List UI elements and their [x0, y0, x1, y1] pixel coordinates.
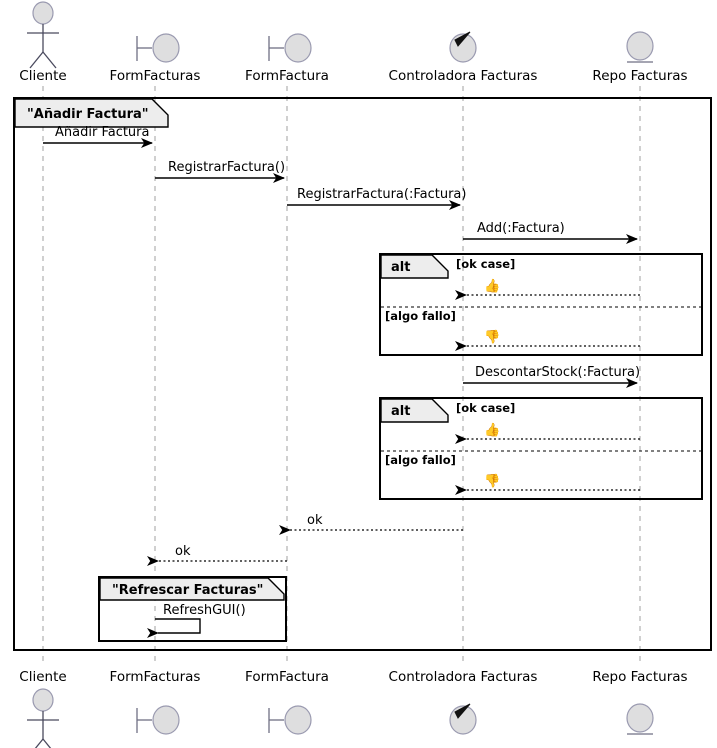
- message-return-thumbsdown-stock[interactable]: 👎: [455, 473, 640, 495]
- message-label-anadir-factura: Añadir Factura: [55, 125, 150, 140]
- participant-repo-top[interactable]: Repo Facturas: [592, 31, 688, 84]
- message-add-factura[interactable]: Add(:Factura): [463, 221, 638, 244]
- participant-controladora-bottom[interactable]: Controladora Facturas: [389, 669, 538, 735]
- message-registrarfactura-factura[interactable]: RegistrarFactura(:Factura): [287, 187, 466, 210]
- fragment-guard-algo-fallo-descontar: [algo fallo]: [385, 453, 456, 467]
- message-return-ok-formfactura[interactable]: ok: [147, 544, 287, 566]
- participant-label-formfacturas-bottom: FormFacturas: [110, 669, 201, 685]
- frame-label-refrescar-facturas: "Refrescar Facturas": [112, 583, 263, 598]
- fragment-alt-descontar: alt [ok case] [algo fallo]: [379, 397, 703, 500]
- message-anadir-factura[interactable]: Añadir Factura: [43, 125, 153, 148]
- message-return-thumbsdown-add[interactable]: 👎: [455, 329, 640, 351]
- fragment-guard-algo-fallo-add: [algo fallo]: [385, 309, 456, 323]
- frame-label-anadir-factura: "Añadir Factura": [27, 107, 149, 122]
- message-label-registrarfactura: RegistrarFactura(): [168, 160, 285, 175]
- message-descontarstock[interactable]: DescontarStock(:Factura): [463, 365, 640, 388]
- participant-cliente-bottom[interactable]: Cliente: [19, 669, 67, 748]
- message-label-ok-formfactura: ok: [175, 544, 191, 559]
- message-return-thumbsup-add[interactable]: 👍: [455, 278, 640, 300]
- message-label-thumbsup-add: 👍: [484, 278, 500, 294]
- fragment-alt-add: alt [ok case] [algo fallo]: [379, 253, 703, 356]
- fragment-guard-ok-case-descontar: [ok case]: [456, 401, 515, 415]
- message-return-thumbsup-stock[interactable]: 👍: [455, 422, 640, 444]
- participant-label-controladora-bottom: Controladora Facturas: [389, 669, 538, 685]
- participant-label-formfactura-top: FormFactura: [245, 68, 329, 84]
- message-label-add-factura: Add(:Factura): [477, 221, 565, 236]
- participant-formfacturas-bottom[interactable]: FormFacturas: [110, 669, 201, 735]
- message-label-ok-controladora: ok: [307, 513, 323, 528]
- message-label-thumbsdown-add: 👎: [484, 329, 500, 345]
- participant-repo-bottom[interactable]: Repo Facturas: [592, 669, 688, 735]
- message-label-thumbsdown-stock: 👎: [484, 473, 500, 489]
- participant-cliente-top[interactable]: Cliente: [19, 1, 67, 84]
- participant-label-repo-top: Repo Facturas: [592, 68, 687, 84]
- participant-formfactura-bottom[interactable]: FormFactura: [245, 669, 329, 735]
- participant-label-formfactura-bottom: FormFactura: [245, 669, 329, 685]
- participant-label-cliente-top: Cliente: [19, 68, 66, 84]
- fragment-operator-alt-add: alt: [391, 260, 410, 275]
- message-registrarfactura[interactable]: RegistrarFactura(): [155, 160, 285, 183]
- participants-bottom: Cliente FormFacturas FormFactura: [19, 669, 688, 748]
- self-message-label-refreshgui: RefreshGUI(): [163, 603, 246, 618]
- fragment-operator-alt-descontar: alt: [391, 404, 410, 419]
- participant-label-cliente-bottom: Cliente: [19, 669, 66, 685]
- participant-controladora-top[interactable]: Controladora Facturas: [389, 31, 538, 84]
- participant-formfactura-top[interactable]: FormFactura: [245, 33, 329, 84]
- message-label-descontarstock: DescontarStock(:Factura): [475, 365, 640, 380]
- message-label-registrarfactura-factura: RegistrarFactura(:Factura): [297, 187, 466, 202]
- participant-label-repo-bottom: Repo Facturas: [592, 669, 687, 685]
- fragment-guard-ok-case-add: [ok case]: [456, 257, 515, 271]
- participants-top: Cliente FormFacturas FormFactura Contr: [19, 1, 688, 84]
- participant-label-controladora-top: Controladora Facturas: [389, 68, 538, 84]
- messages: Añadir Factura RegistrarFactura() Regist…: [43, 125, 640, 566]
- participant-label-formfacturas-top: FormFacturas: [110, 68, 201, 84]
- lifelines: [42, 86, 641, 662]
- frame-refrescar-facturas: "Refrescar Facturas" RefreshGUI(): [98, 576, 287, 642]
- message-return-ok-controladora[interactable]: ok: [279, 513, 463, 535]
- message-label-thumbsup-stock: 👍: [484, 422, 500, 438]
- self-message-refreshgui[interactable]: RefreshGUI(): [147, 603, 246, 638]
- frame-anadir-factura: "Añadir Factura": [13, 97, 712, 651]
- participant-formfacturas-top[interactable]: FormFacturas: [110, 33, 201, 84]
